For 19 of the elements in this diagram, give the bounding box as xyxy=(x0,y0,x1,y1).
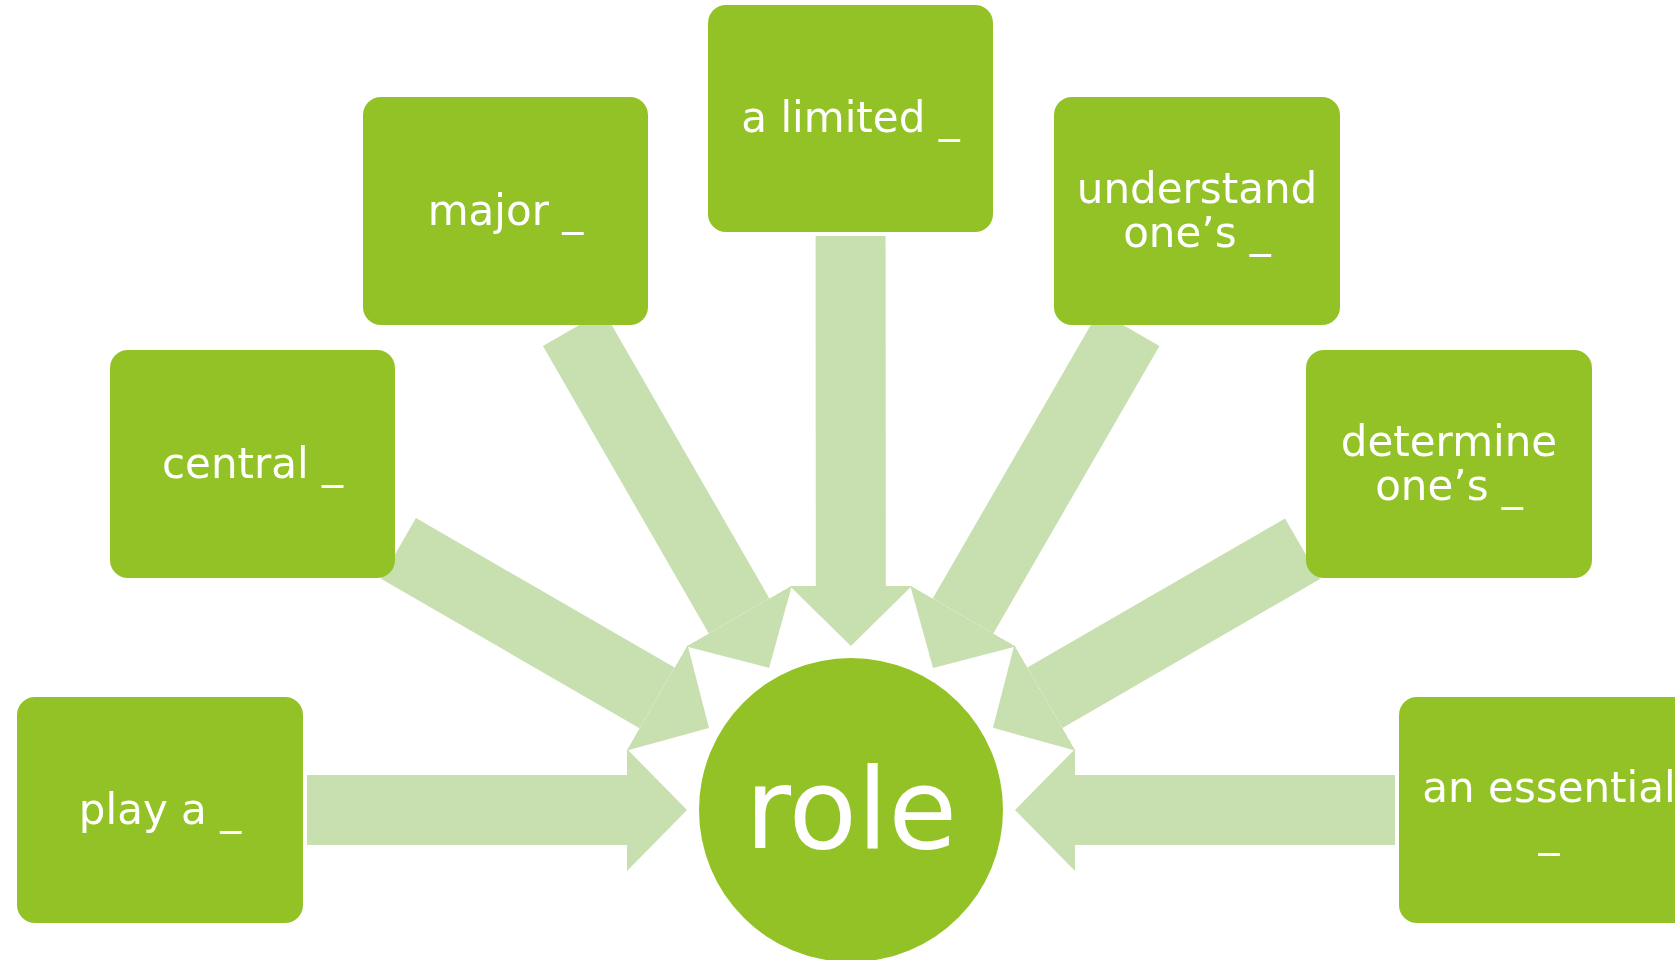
collocation-text: an essential _ xyxy=(1421,765,1675,855)
word-box xyxy=(363,97,648,325)
word-box xyxy=(17,697,303,923)
block-arrow xyxy=(992,518,1321,751)
collocation-text: play a _ xyxy=(78,787,242,833)
collocation-text: central _ xyxy=(161,441,343,487)
block-arrow xyxy=(789,235,912,646)
center-word: role xyxy=(744,751,958,869)
collocation-text: understand one’s _ xyxy=(1075,166,1319,256)
word-box xyxy=(110,350,395,578)
block-arrow xyxy=(307,749,687,871)
collocation-text: major _ xyxy=(427,188,584,234)
word-box xyxy=(1399,697,1675,923)
word-box xyxy=(1306,350,1592,578)
word-box xyxy=(708,5,993,232)
collocation-text: determine one’s _ xyxy=(1339,419,1559,509)
word-box xyxy=(1054,97,1340,325)
block-arrow xyxy=(380,518,709,751)
collocation-text: a limited _ xyxy=(741,96,960,141)
